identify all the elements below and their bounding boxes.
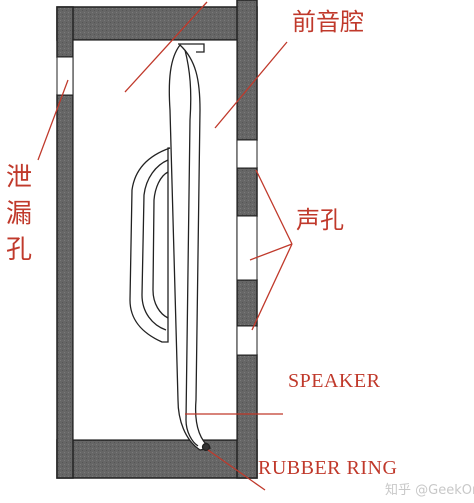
label-leak-hole-char-1: 泄	[6, 163, 32, 193]
speaker-magnet-inner-2	[152, 171, 169, 319]
leader-front-cavity-1	[124, 1, 208, 93]
label-leak-hole-char-2: 漏	[6, 199, 32, 229]
sound-hole-3	[236, 325, 258, 356]
left-wall-lower	[56, 94, 74, 479]
enclosure	[56, 0, 258, 479]
left-wall-upper	[56, 6, 74, 58]
sound-hole-1	[236, 139, 258, 169]
watermark: 知乎 @GeekOn	[385, 482, 474, 498]
leak-hole	[56, 56, 74, 96]
speaker-inner-curve	[184, 49, 199, 447]
leader-front-cavity-2	[214, 41, 288, 129]
label-front-cavity: 前音腔	[292, 8, 364, 36]
leader-rubber-ring	[207, 449, 266, 491]
leader-sound-hole-2	[249, 243, 293, 261]
right-wall-seg-3	[236, 354, 258, 479]
speaker-magnet	[129, 147, 171, 343]
leader-sound-hole-3	[251, 243, 293, 331]
right-wall-seg-1	[236, 167, 258, 217]
leader-lines	[37, 1, 293, 491]
label-sound-hole: 声孔	[296, 206, 344, 234]
top-wall	[56, 6, 258, 41]
leader-leak-hole	[37, 79, 69, 161]
speaker-top-rim	[178, 43, 205, 53]
inner-cavity	[72, 39, 238, 441]
label-leak-hole-char-3: 孔	[6, 235, 32, 265]
speaker-magnet-inner	[141, 159, 169, 331]
label-rubber-ring: RUBBER RING	[258, 457, 397, 479]
right-wall-seg-2	[236, 279, 258, 327]
label-speaker: SPEAKER	[288, 370, 381, 392]
rubber-ring	[201, 442, 211, 452]
bottom-wall	[56, 439, 258, 479]
sound-hole-2	[236, 215, 258, 281]
speaker	[129, 43, 212, 452]
right-wall-upper	[236, 0, 258, 141]
leader-sound-hole-1	[255, 169, 293, 245]
